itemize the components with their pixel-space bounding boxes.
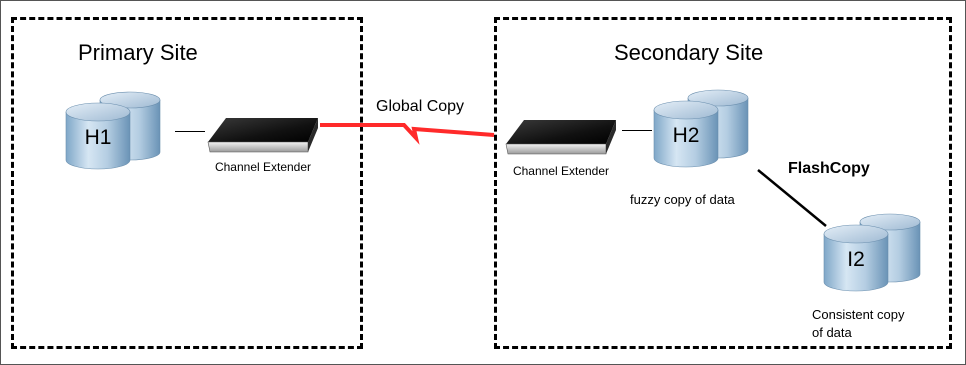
primary-channel-extender <box>204 112 322 164</box>
disk-group-i2: I2 <box>820 210 930 294</box>
extender-h2-connector <box>622 130 652 131</box>
i2-caption-line1: Consistent copy <box>812 307 905 322</box>
secondary-extender-label: Channel Extender <box>512 164 610 178</box>
storage-cylinders-icon <box>823 213 921 292</box>
h2-caption: fuzzy copy of data <box>630 192 735 207</box>
flashcopy-link <box>757 169 827 227</box>
primary-site-box <box>11 17 363 349</box>
secondary-channel-extender <box>502 114 620 166</box>
disk-group-h2: H2 <box>650 86 758 170</box>
storage-cylinders-icon <box>653 89 749 168</box>
h1-extender-connector <box>175 131 205 132</box>
primary-site-title: Primary Site <box>78 40 198 65</box>
i2-caption-line2: of data <box>812 325 852 340</box>
channel-extender-icon <box>207 118 318 153</box>
primary-extender-label: Channel Extender <box>214 160 312 174</box>
channel-extender-icon <box>505 120 616 155</box>
secondary-site-box <box>494 17 952 349</box>
global-copy-label: Global Copy <box>376 98 465 115</box>
secondary-site-title: Secondary Site <box>614 40 764 65</box>
disk-group-h1: H1 <box>62 88 170 172</box>
storage-cylinders-icon <box>65 91 161 170</box>
flashcopy-label: FlashCopy <box>788 160 870 177</box>
global-copy-link <box>320 123 495 145</box>
